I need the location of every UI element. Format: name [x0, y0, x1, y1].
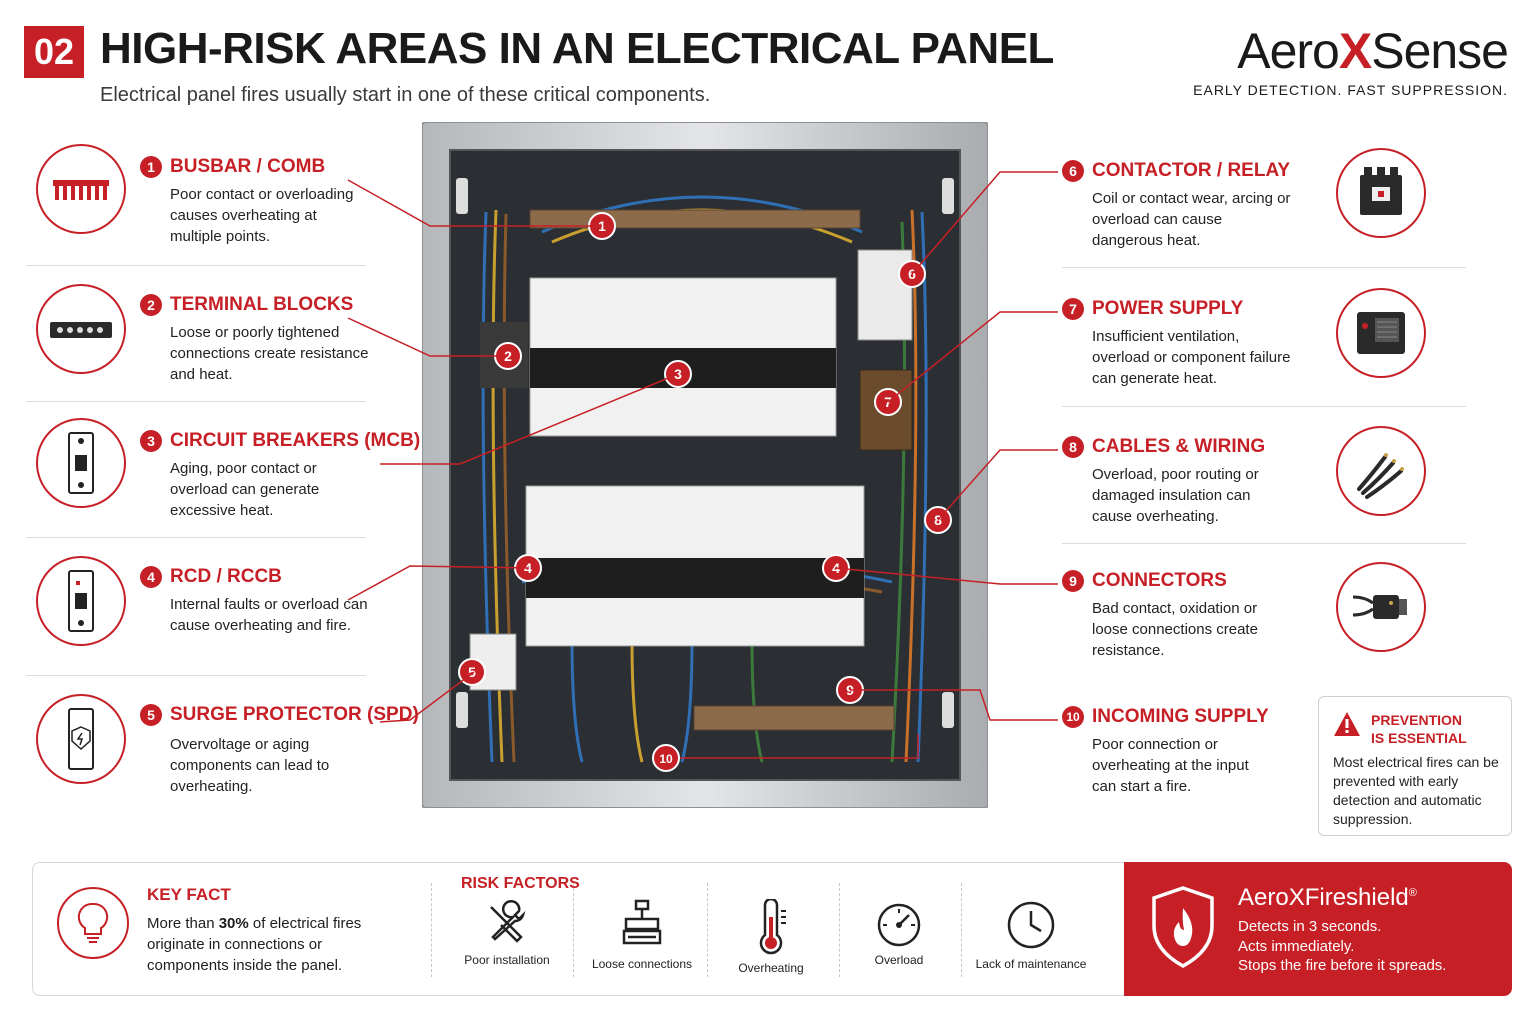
fireshield-line-2: Acts immediately.	[1238, 938, 1355, 955]
lightbulb-icon	[57, 887, 129, 959]
item-number: 8	[1062, 436, 1084, 458]
clock-icon	[1007, 901, 1055, 949]
item-title: POWER SUPPLY	[1092, 298, 1244, 319]
shield-flame-icon	[1152, 886, 1214, 968]
item-title: CIRCUIT BREAKERS (MCB)	[170, 430, 421, 451]
key-fact-title: KEY FACT	[147, 885, 231, 904]
prevention-title-2: IS ESSENTIAL	[1371, 730, 1467, 746]
contactor-icon	[1336, 148, 1426, 238]
fireshield-promo: AeroXFireshield® Detects in 3 seconds. A…	[1124, 862, 1512, 996]
item-title: INCOMING SUPPLY	[1092, 706, 1269, 727]
section-number-badge: 02	[24, 26, 84, 78]
item-description: Internal faults or overload can cause ov…	[170, 596, 368, 634]
item-description: Bad contact, oxidation or loose connecti…	[1092, 600, 1258, 659]
svg-text:5: 5	[468, 664, 476, 680]
key-fact-text: More than 30% of electrical fires origin…	[147, 915, 362, 974]
svg-text:1: 1	[598, 218, 606, 234]
svg-text:4: 4	[524, 560, 532, 576]
risk-factor-label: Overload	[874, 953, 924, 967]
separator	[431, 883, 432, 977]
item-description: Coil or contact wear, arcing or overload…	[1092, 190, 1291, 249]
item-title: CONNECTORS	[1092, 570, 1227, 591]
item-number: 5	[140, 704, 162, 726]
surge-protector-icon	[36, 694, 126, 784]
item-title: TERMINAL BLOCKS	[170, 294, 354, 315]
risk-factor-lack-of-maintenance: Lack of maintenance	[971, 899, 1091, 971]
divider	[1062, 406, 1466, 407]
rcd-icon	[36, 556, 126, 646]
prevention-title-1: PREVENTION	[1371, 712, 1463, 728]
cables-icon	[1336, 426, 1426, 516]
item-description: Insufficient ventilation, overload or co…	[1092, 328, 1291, 387]
item-number: 1	[140, 156, 162, 178]
separator	[707, 883, 708, 977]
svg-text:2: 2	[504, 348, 512, 364]
brand-name: AeroXSense	[1237, 23, 1509, 79]
risk-factor-overload: Overload	[839, 899, 959, 967]
gauge-icon	[877, 903, 921, 947]
terminal-block-icon	[36, 284, 126, 374]
page-subtitle: Electrical panel fires usually start in …	[100, 84, 711, 106]
separator	[573, 883, 574, 977]
brand-logo: AeroXSense EARLY DETECTION. FAST SUPPRES…	[1193, 22, 1509, 98]
item-description: Aging, poor contact or overload can gene…	[170, 460, 320, 519]
item-number: 2	[140, 294, 162, 316]
risk-factor-label: Lack of maintenance	[975, 957, 1087, 971]
item-description: Loose or poorly tightened connections cr…	[170, 324, 369, 383]
item-number: 3	[140, 430, 162, 452]
divider	[26, 675, 366, 676]
risk-factor-poor-installation: Poor installation	[447, 899, 567, 967]
panel-marker-10: 10	[652, 744, 680, 772]
risk-factors-title: RISK FACTORS	[461, 875, 580, 892]
separator	[839, 883, 840, 977]
item-number: 7	[1062, 298, 1084, 320]
item-description: Poor connection or overheating at the in…	[1092, 736, 1249, 795]
risk-factor-overheating: Overheating	[711, 899, 831, 975]
item-number: 6	[1062, 160, 1084, 182]
fireshield-line-1: Detects in 3 seconds.	[1238, 918, 1382, 935]
item-title: BUSBAR / COMB	[170, 156, 326, 177]
svg-text:10: 10	[659, 752, 673, 766]
risk-factor-loose-connections: Loose connections	[582, 899, 702, 971]
circuit-breaker-icon	[36, 418, 126, 508]
item-description: Poor contact or overloading causes overh…	[170, 186, 354, 245]
item-number: 10	[1062, 706, 1084, 728]
item-description: Overvoltage or aging components can lead…	[170, 736, 330, 795]
risk-factor-label: Poor installation	[464, 953, 550, 967]
busbar-icon	[36, 144, 126, 234]
brand-tagline: EARLY DETECTION. FAST SUPPRESSION.	[1193, 82, 1508, 98]
divider	[1062, 267, 1466, 268]
item-title: CABLES & WIRING	[1092, 436, 1266, 457]
bottom-band: KEY FACT More than 30% of electrical fir…	[32, 862, 1512, 996]
prevention-callout: PREVENTION IS ESSENTIAL Most electrical f…	[1318, 696, 1512, 836]
divider	[26, 265, 366, 266]
fireshield-line-3: Stops the fire before it spreads.	[1238, 957, 1447, 974]
risk-factor-label: Loose connections	[591, 957, 693, 971]
wrench-screwdriver-icon	[490, 899, 526, 943]
separator	[961, 883, 962, 977]
fireshield-name: AeroXFireshield®	[1238, 884, 1417, 911]
item-description: Overload, poor routing or damaged insula…	[1092, 466, 1259, 525]
loose-terminal-icon	[622, 899, 662, 945]
page-title: HIGH-RISK AREAS IN AN ELECTRICAL PANEL	[100, 24, 1054, 73]
connector-icon	[1336, 562, 1426, 652]
prevention-text: Most electrical fires can be prevented w…	[1333, 754, 1499, 827]
item-title: CONTACTOR / RELAY	[1092, 160, 1291, 181]
power-supply-icon	[1336, 288, 1426, 378]
svg-text:3: 3	[674, 366, 682, 382]
thermometer-icon	[759, 899, 786, 955]
item-title: SURGE PROTECTOR (SPD)	[170, 704, 419, 725]
divider	[1062, 543, 1466, 544]
divider	[26, 401, 366, 402]
warning-icon	[1334, 712, 1360, 736]
item-number: 9	[1062, 570, 1084, 592]
risk-factor-label: Overheating	[738, 961, 804, 975]
electrical-panel-illustration: 1 2 3 4 4 5 6 7 8 9 10	[422, 122, 988, 808]
item-title: RCD / RCCB	[170, 566, 282, 587]
divider	[26, 537, 366, 538]
item-number: 4	[140, 566, 162, 588]
